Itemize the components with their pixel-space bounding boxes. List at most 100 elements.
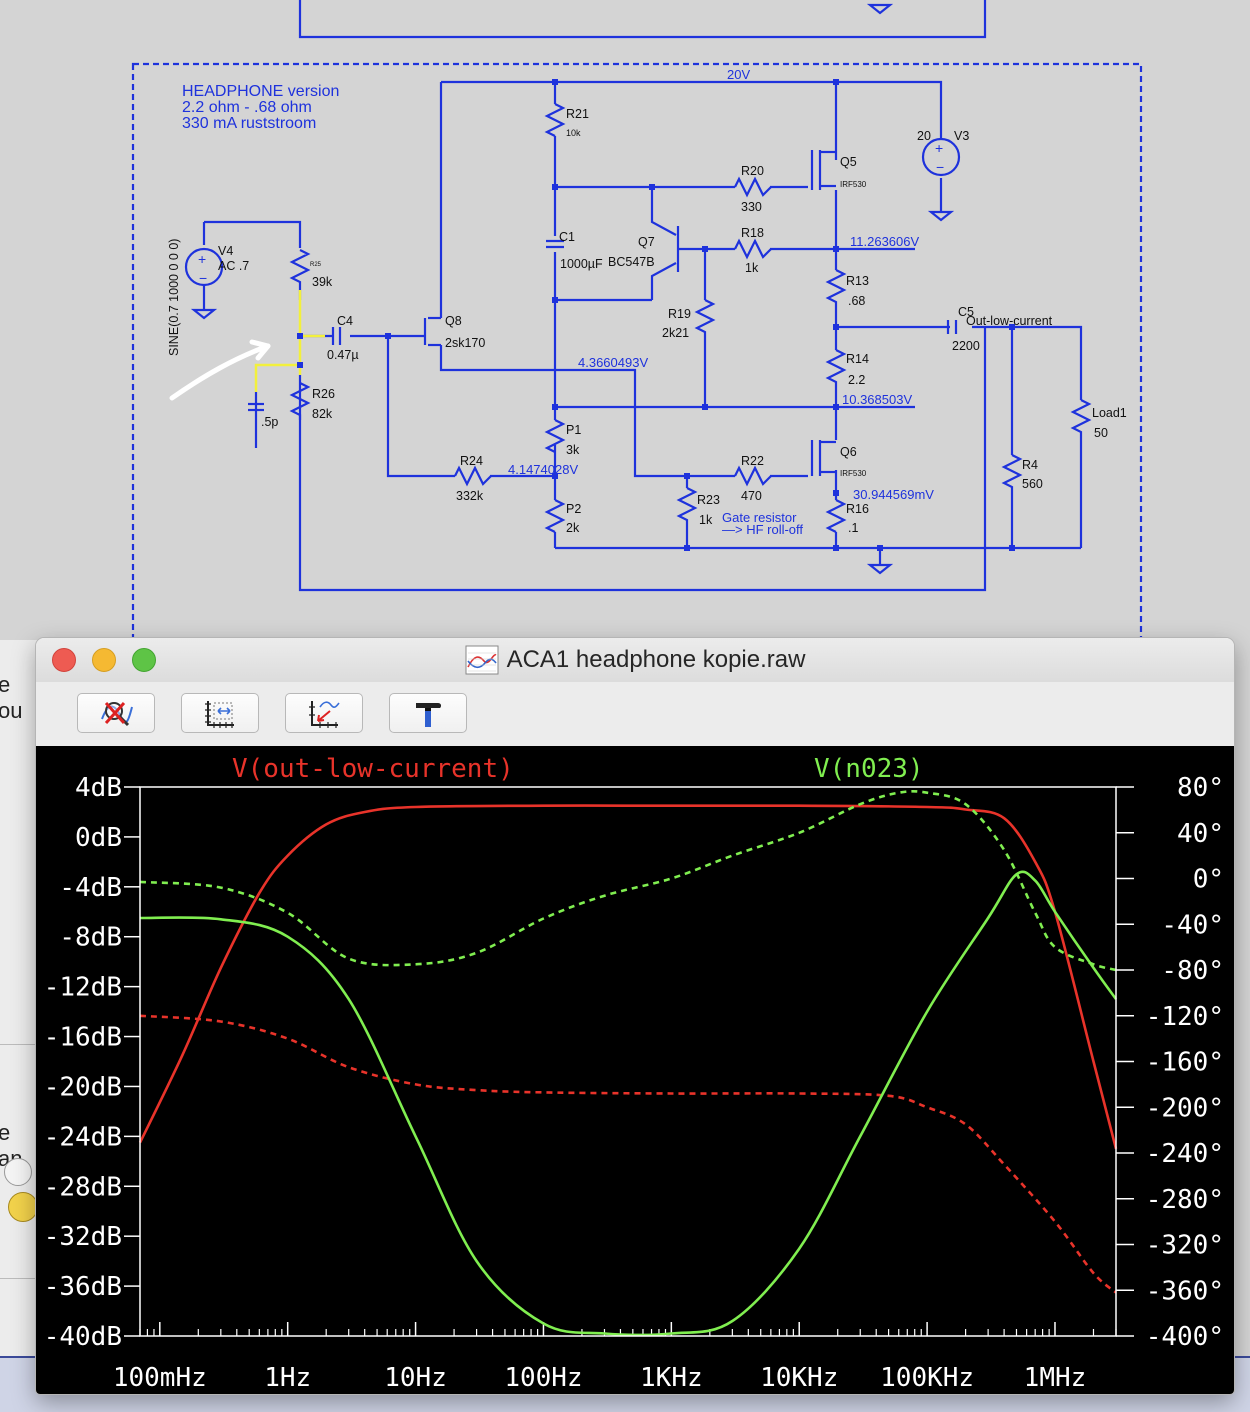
y-left-tick-label: -4dB [59,873,122,903]
y-right-tick-label: -240° [1146,1139,1224,1169]
v-n023-magnitude-trace[interactable] [139,870,1118,1337]
p1-value[interactable]: 3k [566,443,580,457]
y-left-tick-label: 0dB [75,823,122,853]
comment-line-1: HEADPHONE version [182,83,339,100]
v3-name[interactable]: V3 [954,129,969,143]
r21-value[interactable]: 10k [566,128,581,138]
r19-name[interactable]: R19 [668,307,691,321]
autoscale-off-button[interactable] [77,693,155,733]
y-right-tick-label: -40° [1161,910,1224,940]
load1-value[interactable]: 50 [1094,426,1108,440]
svg-text:+: + [935,140,943,156]
svg-text:−: − [199,270,207,286]
bode-plot[interactable]: 4dB0dB-4dB-8dB-12dB-16dB-20dB-24dB-28dB-… [36,746,1234,1394]
supply-label: 20V [727,67,750,82]
q8-name[interactable]: Q8 [445,314,462,328]
q7-value[interactable]: BC547B [608,255,655,269]
r25-name[interactable]: R25 [310,262,322,268]
r20-name[interactable]: R20 [741,164,764,178]
y-left-tick-label: -16dB [44,1023,122,1053]
title-bar[interactable]: ACA1 headphone kopie.raw [36,638,1234,683]
p2-name[interactable]: P2 [566,502,581,516]
r16-value[interactable]: .1 [848,521,858,535]
y-left-tick-label: -28dB [44,1172,122,1202]
zoom-back-button[interactable] [285,693,363,733]
r21-name[interactable]: R21 [566,107,589,121]
y-right-tick-label: -360° [1146,1276,1224,1306]
svg-text:+: + [198,251,206,267]
v-out-low-current-magnitude-trace[interactable] [138,804,1118,1150]
minimize-button[interactable] [92,648,116,672]
q5-value[interactable]: IRF530 [840,180,867,189]
r26-name[interactable]: R26 [312,387,335,401]
v4-sine-spec[interactable]: SINE(0.7 1000 0 0 0) [167,239,181,356]
node-voltage-1[interactable]: 11.263606V [850,234,919,249]
r20-value[interactable]: 330 [741,200,762,214]
v3-value[interactable]: 20 [917,129,931,143]
close-button[interactable] [52,648,76,672]
p2-value[interactable]: 2k [566,521,580,535]
r25-value[interactable]: 39k [312,275,333,289]
r24-name[interactable]: R24 [460,454,483,468]
background-window: e ou e an [0,640,40,1410]
v-n023-phase-trace[interactable] [139,789,1117,972]
c1-value[interactable]: 1000µF [560,257,603,271]
r4-name[interactable]: R4 [1022,458,1038,472]
r23-name[interactable]: R23 [697,493,720,507]
legend-v-out-low-current[interactable]: V(out-low-current) [232,754,514,784]
r26-value[interactable]: 82k [312,407,333,421]
zoom-extents-button[interactable] [181,693,259,733]
c5-value[interactable]: 2200 [952,339,980,353]
r22-value[interactable]: 470 [741,489,762,503]
c4-name[interactable]: C4 [337,314,353,328]
r14-value[interactable]: 2.2 [848,373,865,387]
background-text-1: e ou [0,672,23,723]
q6-name[interactable]: Q6 [840,445,857,459]
q7-name[interactable]: Q7 [638,235,655,249]
r18-name[interactable]: R18 [741,226,764,240]
r4-value[interactable]: 560 [1022,477,1043,491]
v4-value[interactable]: AC .7 [218,259,249,273]
r16-name[interactable]: R16 [846,502,869,516]
net-label-out[interactable]: Out-low-current [966,314,1053,328]
x-tick-label: 1MHz [1024,1363,1087,1393]
node-voltage-5[interactable]: 30.944569mV [853,487,934,502]
c1-name[interactable]: C1 [559,230,575,244]
x-tick-label: 10Hz [384,1363,447,1393]
q8-value[interactable]: 2sk170 [445,336,485,350]
r14-name[interactable]: R14 [846,352,869,366]
node-voltage-2[interactable]: 4.3660493V [578,355,648,370]
y-left-tick-label: -32dB [44,1222,122,1252]
r23-value[interactable]: 1k [699,513,713,527]
waveform-window[interactable]: ACA1 headphone kopie.raw [36,638,1234,1394]
zoom-button[interactable] [132,648,156,672]
r13-value[interactable]: .68 [848,294,865,308]
load1-name[interactable]: Load1 [1092,406,1127,420]
v-out-low-current-phase-trace[interactable] [139,1014,1117,1294]
c6-value[interactable]: .5p [261,415,278,429]
node-voltage-4[interactable]: 4.1474028V [508,462,578,477]
x-tick-label: 1KHz [640,1363,703,1393]
magnifier-cross-icon [101,701,133,727]
r13-name[interactable]: R13 [846,274,869,288]
r24-value[interactable]: 332k [456,489,484,503]
q6-value[interactable]: IRF530 [840,469,867,478]
p1-name[interactable]: P1 [566,423,581,437]
c4-value[interactable]: 0.47µ [327,348,359,362]
q5-name[interactable]: Q5 [840,155,857,169]
settings-button[interactable] [389,693,467,733]
r22-name[interactable]: R22 [741,454,764,468]
v4-name[interactable]: V4 [218,244,233,258]
y-right-tick-label: -400° [1146,1322,1224,1352]
smiley-icon[interactable] [8,1192,38,1222]
c5-name[interactable]: C5 [958,305,974,319]
x-tick-label: 100mHz [113,1363,207,1393]
legend-v-n023[interactable]: V(n023) [814,754,924,784]
r18-value[interactable]: 1k [745,261,759,275]
node-voltage-3[interactable]: 10.368503V [842,392,912,407]
document-icon[interactable] [4,1158,32,1186]
y-right-tick-label: -200° [1146,1093,1224,1123]
r19-value[interactable]: 2k21 [662,326,689,340]
schematic-canvas[interactable]: +− +− HEADPHONE version 2.2 ohm - .68 oh… [0,0,1250,640]
